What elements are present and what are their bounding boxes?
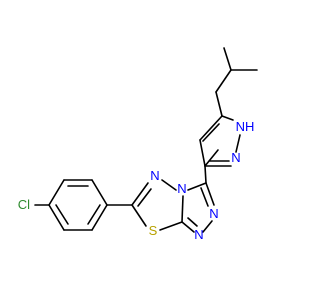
atom-label-layer: Cl S N N N N N NH	[18, 119, 255, 242]
pyrazole-nh-label: NH	[236, 119, 255, 134]
ring-bond	[91, 204, 108, 231]
molecule-structure: Cl S N N N N N NH	[18, 47, 258, 242]
thiadiazole-nitrogen-label: N	[150, 168, 159, 183]
ring-double-bond	[55, 204, 69, 225]
n-n-bond	[202, 220, 213, 233]
c-n-double-bond	[200, 187, 209, 207]
n-c-fused-bond	[181, 195, 184, 223]
ring-bond	[48, 179, 65, 206]
c-c-double-bond	[199, 115, 223, 141]
c-c-bond	[223, 47, 232, 71]
n-n-bond	[235, 134, 241, 153]
bond-layer	[34, 47, 258, 233]
s-c-bond	[159, 221, 183, 231]
c-c-bond	[204, 149, 219, 167]
n-c-double-bond	[187, 217, 198, 227]
bridgehead-nitrogen-label: N	[177, 181, 186, 196]
n-c-bond	[187, 182, 207, 191]
c-c-bond	[215, 91, 223, 117]
c-c-bond	[199, 139, 206, 167]
c-n-double-bond	[137, 188, 152, 207]
n-c-double-bond	[181, 221, 195, 233]
n-c-bond	[221, 115, 234, 121]
triazole-nitrogen-label: N	[209, 206, 218, 221]
c-c-double-bond	[202, 123, 220, 142]
c-c-bond	[215, 69, 232, 93]
sulfur-label: S	[149, 223, 158, 238]
ring-bond	[48, 204, 65, 231]
triazole-nitrogen-label: N	[194, 227, 203, 242]
c-s-bond	[131, 204, 147, 227]
ring-double-bond	[87, 204, 101, 225]
ring-bond	[91, 179, 108, 206]
pyrazole-nitrogen-label: N	[231, 150, 240, 165]
c-n-double-bond	[131, 182, 149, 206]
n-n-bond	[161, 179, 177, 191]
c-c-bond	[204, 165, 207, 184]
c-n-double-bond	[205, 182, 215, 206]
molecule-diagram: Cl S N N N N N NH	[18, 47, 258, 242]
chlorine-label: Cl	[18, 197, 30, 212]
